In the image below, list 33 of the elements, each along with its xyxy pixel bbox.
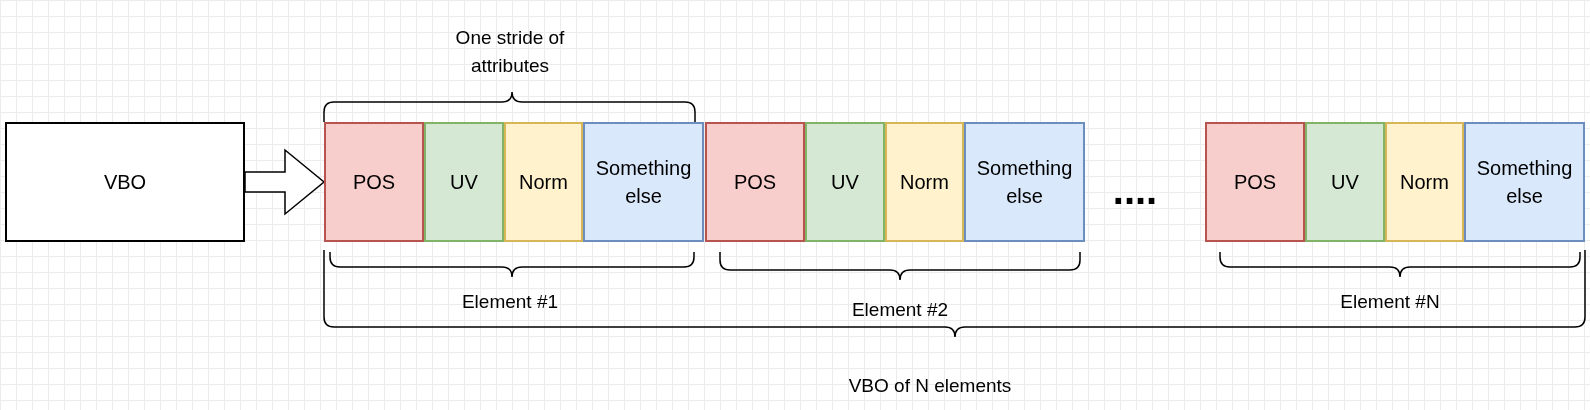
cell-text: UV	[1331, 170, 1359, 195]
normal-cell	[885, 122, 964, 242]
cell-text: Norm	[1400, 170, 1449, 195]
position-cell	[324, 122, 424, 242]
uv-cell	[805, 122, 885, 242]
position-cell	[1205, 122, 1305, 242]
element-label: Element #1	[460, 290, 560, 314]
position-cell	[705, 122, 805, 242]
block-arrow	[244, 148, 326, 216]
cell-text: POS	[1233, 170, 1277, 195]
ellipsis: ....	[1111, 170, 1159, 210]
stride-label: One stride of attributes	[454, 26, 566, 78]
cell-text: Something else	[594, 156, 693, 209]
uv-cell	[424, 122, 504, 242]
cell-text: POS	[352, 170, 396, 195]
attribute-cell	[964, 122, 1085, 242]
attribute-cell	[1464, 122, 1585, 242]
cell-text: UV	[450, 170, 478, 195]
cell-text: Something else	[975, 156, 1074, 209]
normal-cell	[504, 122, 583, 242]
normal-cell	[1385, 122, 1464, 242]
cell-text: Something else	[1475, 156, 1574, 209]
cell-text: VBO	[103, 170, 147, 195]
element-label: Element #N	[1339, 290, 1441, 314]
buffer-box	[5, 122, 245, 242]
cell-text: Norm	[900, 170, 949, 195]
element-label: Element #2	[850, 298, 950, 322]
cell-text: Norm	[519, 170, 568, 195]
cell-text: UV	[831, 170, 859, 195]
total-label: VBO of N elements	[847, 374, 1013, 398]
cell-text: POS	[733, 170, 777, 195]
attribute-cell	[583, 122, 704, 242]
uv-cell	[1305, 122, 1385, 242]
